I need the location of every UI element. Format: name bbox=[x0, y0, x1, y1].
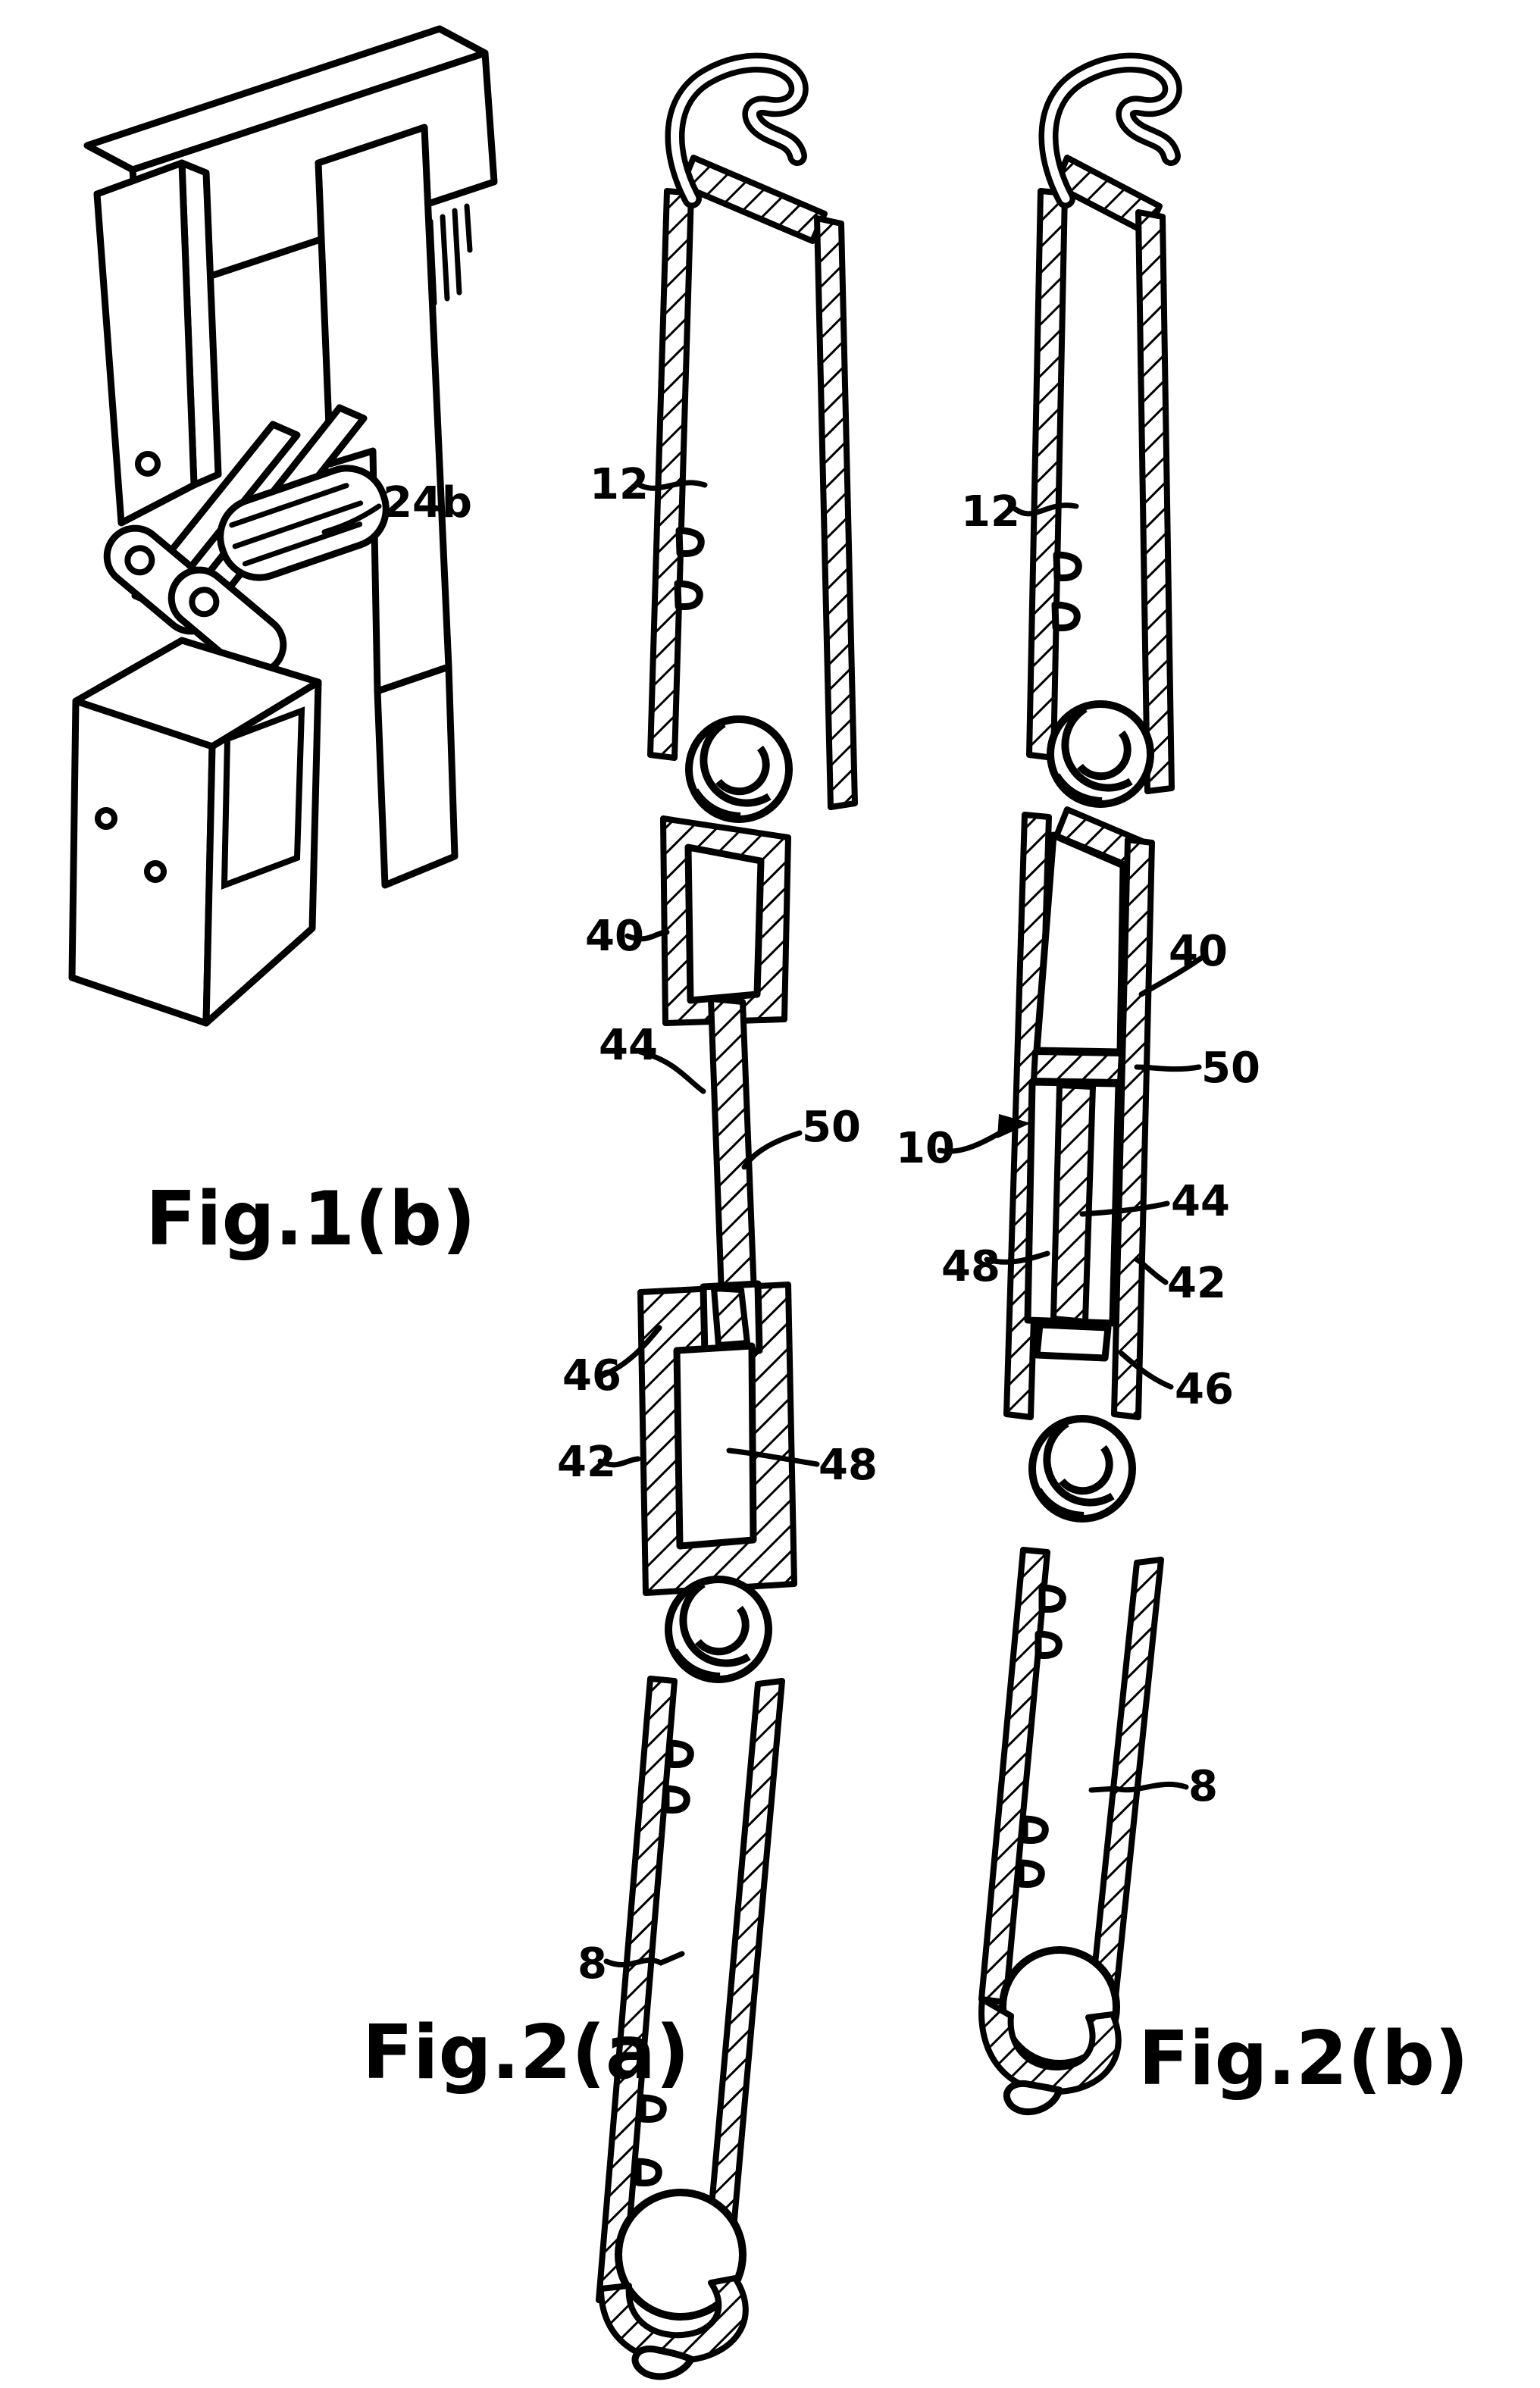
fig2b-bracket46 bbox=[1033, 1321, 1112, 1362]
fig2a-slat8-right-wall bbox=[702, 1678, 785, 2286]
fig2a-slat8-nub-4 bbox=[634, 2158, 662, 2186]
fig2b-slat8-curl-foot bbox=[1003, 2080, 1063, 2116]
fig1b-box-hole-lower bbox=[144, 860, 167, 883]
fig2a-slat8-curl-foot bbox=[631, 2345, 695, 2380]
fig1b-right-plate-tongue bbox=[374, 663, 459, 889]
fig1b-box-right-face bbox=[202, 678, 322, 1027]
fig2b-slat8-left-wall bbox=[978, 1547, 1050, 2005]
fig2b-slat8-nub-1 bbox=[1038, 1584, 1066, 1613]
fig2a-hinge-knuckle-bottom bbox=[668, 1579, 768, 1679]
fig2b-drawing: 12 40 50 10 44 48 42 46 8 Fig.2(b) bbox=[896, 52, 1469, 2116]
fig2a-leader-44 bbox=[637, 1049, 706, 1094]
fig2b-hinge-knuckle-bottom bbox=[1032, 1419, 1132, 1519]
ref-label-44-fig2a: 44 bbox=[599, 1021, 658, 1070]
fig2b-leader-12 bbox=[1013, 502, 1079, 517]
fig2b-top-hook bbox=[1038, 52, 1182, 208]
fig1b-drawing: 24b Fig.1(b) bbox=[68, 25, 498, 1263]
fig1b-box-hole-upper bbox=[95, 807, 117, 830]
ref-label-24b: 24b bbox=[383, 478, 472, 527]
fig2b-slat12-nub-2 bbox=[1051, 601, 1081, 631]
fig2b-leader-8 bbox=[1088, 1781, 1189, 1793]
fig1b-caption: Fig.1(b) bbox=[146, 1176, 476, 1263]
fig2b-slat12-left-wall bbox=[1026, 188, 1068, 761]
fig2b-leader-44 bbox=[1079, 1200, 1170, 1217]
fig2b-unit-left-wall bbox=[1003, 812, 1052, 1420]
fig2b-hinge-knuckle-top bbox=[1050, 704, 1150, 804]
fig2a-slat12-shoulder bbox=[679, 155, 828, 244]
ref-label-46-fig2b: 46 bbox=[1175, 1365, 1234, 1414]
fig2b-slat12-nub-1 bbox=[1053, 551, 1082, 581]
fig1b-leader-24b bbox=[321, 503, 382, 535]
fig2b-leader-40 bbox=[1138, 953, 1207, 997]
fig2a-hinge-knuckle-top bbox=[689, 719, 789, 819]
fig1b-hinge-barrel bbox=[217, 465, 390, 581]
fig2a-slat8-nub-3 bbox=[639, 2094, 667, 2123]
fig2b-web50 bbox=[1031, 1049, 1125, 1085]
fig2b-slat12-right-wall bbox=[1135, 209, 1175, 794]
fig1b-leg-pivot-hole bbox=[135, 451, 161, 477]
fig2b-caption: Fig.2(b) bbox=[1138, 2016, 1469, 2102]
fig1b-left-leg-front-face bbox=[93, 159, 198, 527]
fig2a-leader-40 bbox=[624, 929, 670, 942]
ref-label-12-fig2b: 12 bbox=[961, 487, 1020, 537]
fig2a-slat12-nub-2 bbox=[674, 580, 703, 610]
ref-label-50-fig2b: 50 bbox=[1201, 1044, 1260, 1093]
fig2a-caption: Fig.2(a) bbox=[362, 2010, 690, 2096]
ref-label-10-fig2b: 10 bbox=[896, 1124, 955, 1173]
fig2a-slat12-left-wall bbox=[647, 188, 694, 761]
fig2b-slat8-nub-2 bbox=[1034, 1630, 1063, 1659]
fig2a-leader-46 bbox=[599, 1325, 662, 1379]
fig2b-slat8-nub-3 bbox=[1021, 1815, 1049, 1844]
fig2a-slat8-nub-1 bbox=[666, 1739, 694, 1768]
fig2a-leader-50 bbox=[741, 1130, 803, 1170]
fig2b-stem44-inside bbox=[1050, 1082, 1096, 1325]
fig2a-slat12-nub-1 bbox=[675, 527, 705, 557]
ref-label-42-fig2a: 42 bbox=[557, 1438, 616, 1487]
fig2b-unit-right-wall bbox=[1111, 837, 1155, 1420]
ref-label-40-fig2b: 40 bbox=[1169, 927, 1228, 976]
ref-label-12-fig2a: 12 bbox=[590, 460, 649, 509]
fig2a-slat40-cavity bbox=[684, 843, 765, 1004]
fig2b-leader-46 bbox=[1119, 1350, 1174, 1390]
fig2b-slat8-nub-4 bbox=[1017, 1859, 1045, 1888]
fig2a-receiver42-cavity48 bbox=[673, 1342, 757, 1550]
ref-label-8-fig2b: 8 bbox=[1188, 1762, 1218, 1811]
fig2b-slat8-curl-cavity bbox=[999, 1946, 1120, 2067]
fig2b-leader-48 bbox=[984, 1250, 1050, 1265]
ref-label-46-fig2a: 46 bbox=[562, 1351, 621, 1401]
fig2a-top-hook bbox=[665, 52, 809, 208]
fig2a-stem44 bbox=[708, 996, 758, 1319]
fig1b-link-plate-right bbox=[167, 566, 287, 677]
ref-label-48-fig2b: 48 bbox=[941, 1242, 1000, 1291]
fig2b-slat8-curl bbox=[978, 1996, 1122, 2095]
fig2a-slat8-nub-2 bbox=[662, 1785, 690, 1814]
fig2b-leader-50 bbox=[1134, 1064, 1202, 1072]
fig1b-box-slot-recess bbox=[221, 706, 305, 890]
fig2a-leader-48 bbox=[726, 1448, 820, 1467]
ref-label-44-fig2b: 44 bbox=[1171, 1177, 1230, 1226]
fig1b-box-front-face bbox=[68, 697, 216, 1027]
fig2a-slat12-right-wall bbox=[814, 215, 858, 810]
ref-label-8-fig2a: 8 bbox=[578, 1939, 607, 1989]
fig2a-drawing: 12 40 44 50 46 42 48 8 Fig.2(a) bbox=[362, 52, 878, 2380]
fig2a-leader-12 bbox=[634, 480, 708, 491]
ref-label-48-fig2a: 48 bbox=[819, 1441, 878, 1490]
fig2b-slat40-cavity bbox=[1033, 831, 1127, 1056]
fig2b-arrow-10 bbox=[937, 1114, 1031, 1154]
fig2a-leader-42 bbox=[597, 1456, 641, 1468]
fig2a-leader-8 bbox=[603, 1951, 685, 1967]
ref-label-40-fig2a: 40 bbox=[585, 912, 644, 961]
ref-label-42-fig2b: 42 bbox=[1167, 1259, 1226, 1308]
ref-label-50-fig2a: 50 bbox=[802, 1103, 861, 1152]
fig2b-leader-42 bbox=[1134, 1257, 1169, 1285]
fig2a-stem44-tip bbox=[711, 1285, 750, 1348]
